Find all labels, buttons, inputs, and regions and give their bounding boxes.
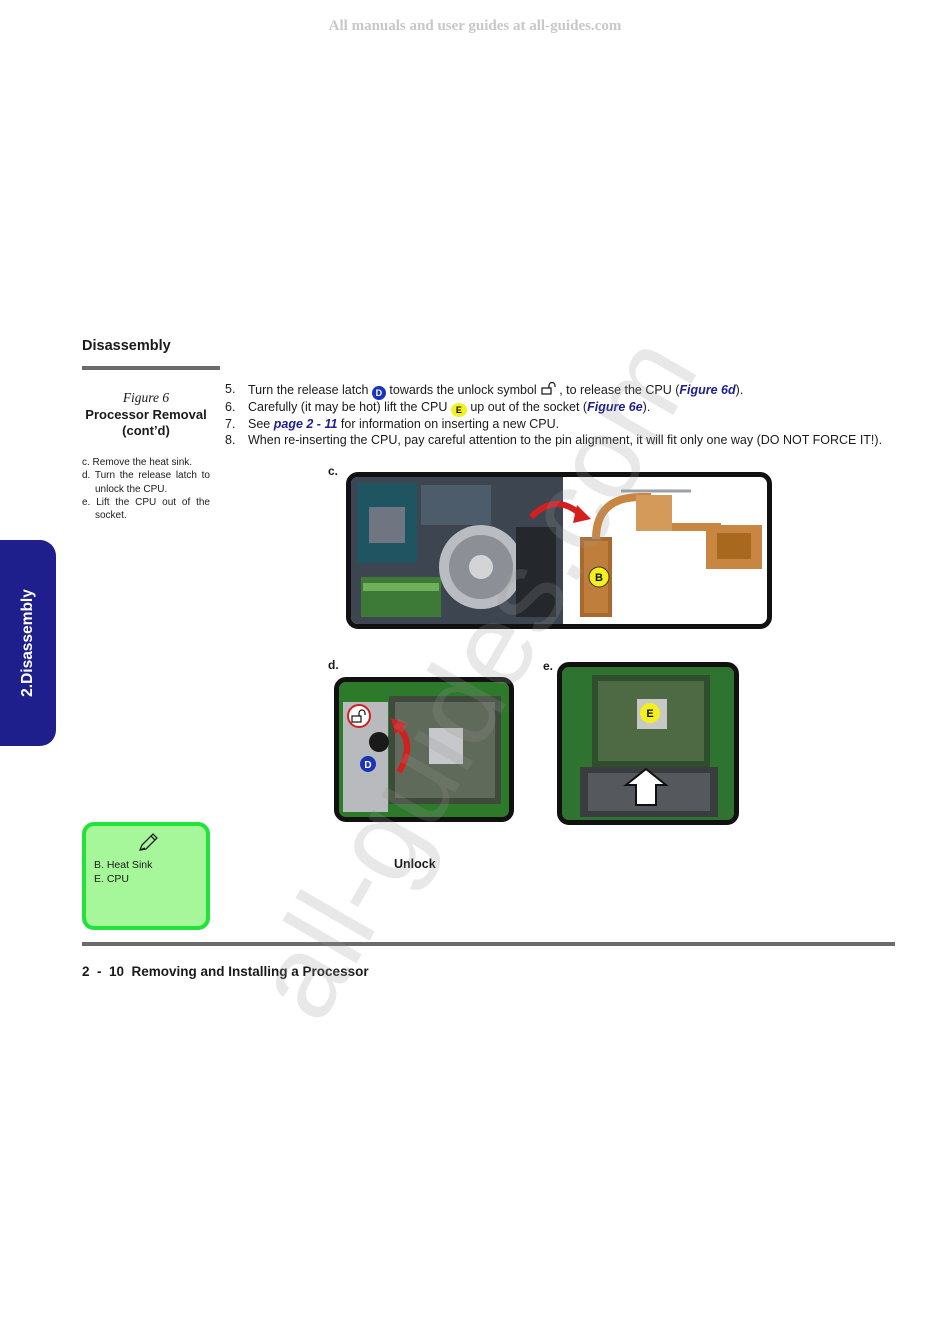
cpu-lift-photo: E bbox=[557, 662, 739, 825]
instruction-text: for information on inserting a new CPU. bbox=[340, 417, 560, 431]
note-box: B. Heat Sink E. CPU bbox=[82, 822, 210, 930]
instruction-item: 5. Turn the release latch D towards the … bbox=[225, 381, 915, 400]
header-rule bbox=[82, 366, 220, 370]
panel-c-label: c. bbox=[328, 464, 339, 478]
heat-sink-removal-illustration: B bbox=[351, 477, 762, 624]
latch-d-photo-marker: D bbox=[364, 760, 371, 771]
instruction-text: Turn the release latch bbox=[248, 383, 369, 397]
figure-number: Figure 6 bbox=[122, 390, 170, 405]
unlock-icon bbox=[541, 381, 556, 395]
cpu-e-marker: E bbox=[450, 403, 467, 417]
panel-d-label: d. bbox=[328, 658, 339, 672]
latch-d-marker: D bbox=[371, 386, 386, 400]
site-banner: All manuals and user guides at all-guide… bbox=[328, 18, 622, 34]
instruction-item: 7. See page 2 - 11 for information on in… bbox=[225, 417, 915, 433]
figure-6e-link[interactable]: Figure 6e bbox=[587, 400, 643, 414]
instruction-text: See bbox=[248, 417, 271, 431]
page-footer: 2 - 10 Removing and Installing a Process… bbox=[82, 964, 369, 979]
instruction-number: 8. bbox=[225, 432, 236, 447]
figure-step: e. Lift the CPU out of the socket. bbox=[82, 496, 210, 522]
instruction-list: 5. Turn the release latch D towards the … bbox=[225, 381, 915, 449]
instruction-text: ). bbox=[642, 400, 651, 414]
section-title: Disassembly bbox=[82, 338, 171, 354]
chapter-tab-label: 2.Disassembly bbox=[19, 589, 36, 697]
cpu-e-photo-marker: E bbox=[646, 708, 653, 720]
instruction-text: towards the unlock symbol bbox=[389, 383, 537, 397]
page-2-11-link[interactable]: page 2 - 11 bbox=[273, 417, 338, 431]
release-latch-photo: D bbox=[334, 677, 514, 822]
instruction-text: When re-inserting the CPU, pay careful a… bbox=[248, 432, 883, 447]
figure-title: Processor Removal (cont’d) bbox=[85, 407, 207, 438]
instruction-text: ). bbox=[735, 383, 744, 397]
instruction-text: up out of the socket ( bbox=[470, 400, 588, 414]
heat-sink-removal-photo: B bbox=[346, 472, 772, 629]
release-latch-illustration: D bbox=[339, 682, 509, 817]
panel-e-label: e. bbox=[543, 659, 554, 673]
chapter-tab[interactable]: 2.Disassembly bbox=[0, 540, 56, 746]
figure-caption: Figure 6 Processor Removal (cont’d) bbox=[82, 390, 210, 439]
instruction-number: 5. bbox=[225, 382, 236, 396]
pen-icon bbox=[138, 833, 158, 851]
figure-step: c. Remove the heat sink. bbox=[82, 457, 193, 468]
unlock-caption: Unlock bbox=[394, 857, 436, 871]
instruction-item: 8. When re-inserting the CPU, pay carefu… bbox=[225, 433, 915, 449]
instruction-text: Carefully (it may be hot) lift the CPU bbox=[248, 400, 448, 414]
figure-6d-link[interactable]: Figure 6d bbox=[679, 383, 736, 397]
note-item: B. Heat Sink bbox=[94, 859, 153, 871]
figure-steps: c. Remove the heat sink. d. Turn the rel… bbox=[82, 456, 210, 522]
note-item: E. CPU bbox=[94, 872, 130, 885]
heat-sink-b-marker: B bbox=[595, 572, 603, 584]
instruction-number: 6. bbox=[225, 400, 236, 414]
instruction-item: 6. Carefully (it may be hot) lift the CP… bbox=[225, 400, 915, 417]
figure-step: d. Turn the release latch to unlock the … bbox=[82, 470, 210, 495]
instruction-text: , to release the CPU ( bbox=[559, 383, 680, 397]
note-items: B. Heat Sink E. CPU bbox=[94, 859, 152, 886]
cpu-lift-illustration: E bbox=[562, 667, 734, 820]
instruction-number: 7. bbox=[225, 417, 236, 431]
footer-rule bbox=[82, 942, 895, 946]
